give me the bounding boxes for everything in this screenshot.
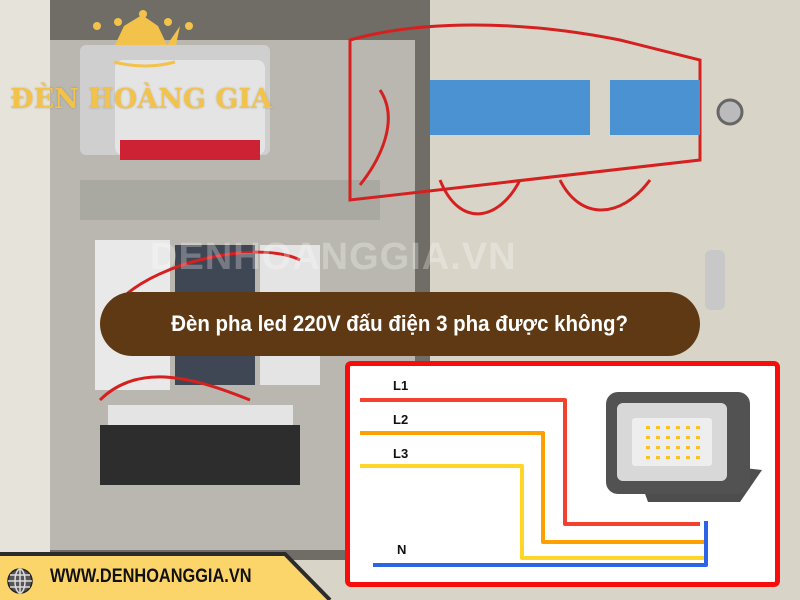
wiring-diagram: L1 L2 L3 N [345, 361, 780, 587]
wire-l3 [360, 464, 706, 560]
wiring-lines [360, 392, 762, 567]
wire-l2 [360, 431, 706, 544]
label-l3: L3 [393, 446, 409, 461]
label-n: N [397, 542, 407, 557]
title-banner: Đèn pha led 220V đấu điện 3 pha được khô… [100, 292, 700, 356]
website-banner [0, 552, 332, 600]
website-link[interactable]: WWW.DENHOANGGIA.VN [50, 566, 252, 587]
label-l1: L1 [393, 378, 409, 393]
crown-logo-icon [93, 10, 193, 68]
page-title: Đèn pha led 220V đấu điện 3 pha được khô… [171, 311, 629, 336]
label-l2: L2 [393, 412, 409, 427]
wire-l1 [360, 398, 700, 526]
watermark: DENHOANGGIA.VN [150, 236, 517, 278]
wire-n [373, 521, 708, 567]
globe-icon [7, 568, 33, 594]
floodlight-icon [606, 392, 762, 502]
brand-logo-text: ĐÈN HOÀNG GIA [10, 84, 273, 115]
